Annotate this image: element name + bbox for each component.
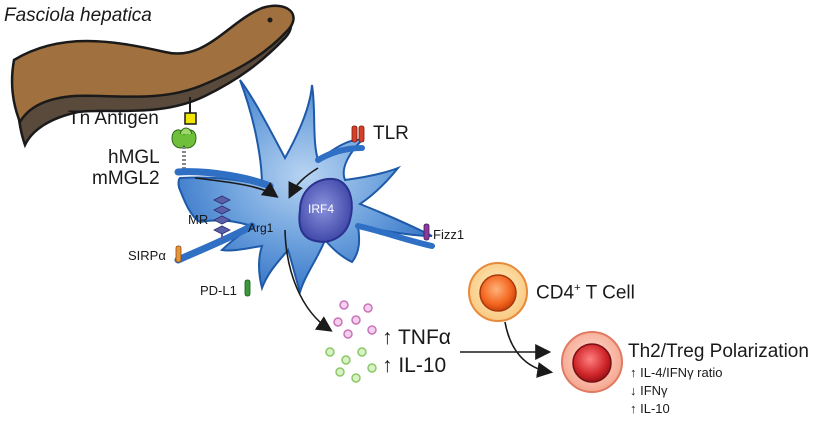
nucleus-irf4 bbox=[298, 177, 353, 243]
irf4-label: IRF4 bbox=[308, 202, 335, 216]
cd4-tcell-icon bbox=[468, 262, 528, 322]
tlr-receptor-icon bbox=[351, 125, 365, 143]
signal-arrow-mgl bbox=[194, 177, 279, 198]
tn-antigen-square bbox=[184, 112, 197, 125]
tnfa-dots bbox=[333, 300, 377, 339]
fizz1-receptor-icon bbox=[423, 223, 430, 241]
pdl1-receptor-icon bbox=[244, 279, 251, 297]
tcell-text: T Cell bbox=[580, 282, 635, 304]
mr-receptor-icon bbox=[213, 195, 231, 240]
pdl1-label: PD-L1 bbox=[200, 283, 237, 298]
dendritic-cell bbox=[174, 79, 435, 296]
fasciola-worm-illustration bbox=[10, 4, 295, 149]
secretion-arrow bbox=[284, 229, 333, 332]
outcome-item-2: ↓ IFNγ bbox=[630, 383, 668, 398]
signal-arrow-tlr bbox=[288, 167, 319, 199]
mmgl2-label: mMGL2 bbox=[92, 168, 160, 189]
il10-label: ↑ IL-10 bbox=[382, 354, 447, 377]
hmgl-label: hMGL bbox=[108, 147, 160, 168]
fizz1-label: Fizz1 bbox=[433, 227, 465, 242]
organism-name: Fasciola hepatica bbox=[4, 5, 152, 26]
mgl-receptor-icon bbox=[171, 127, 197, 170]
mr-label: MR bbox=[188, 212, 209, 227]
tn-antigen-label: Tn Antigen bbox=[68, 108, 159, 129]
cd4-superscript: + bbox=[574, 282, 581, 294]
sirpa-receptor-icon bbox=[175, 245, 182, 263]
sirpa-label: SIRPα bbox=[128, 248, 166, 263]
il10-dots bbox=[325, 347, 377, 383]
arg1-label: Arg1 bbox=[248, 221, 274, 235]
tnfa-label: ↑ TNFα bbox=[382, 326, 451, 349]
outcome-item-3: ↑ IL-10 bbox=[630, 401, 670, 416]
treg-cell-icon bbox=[561, 331, 623, 393]
tlr-label: TLR bbox=[373, 123, 409, 144]
tcell-to-treg-arrow bbox=[504, 321, 554, 378]
outcome-item-1: ↑ IL-4/IFNγ ratio bbox=[630, 365, 723, 380]
cd4-tcell-label: CD4+ T Cell bbox=[536, 282, 635, 304]
cd4-text: CD4 bbox=[536, 282, 575, 304]
outcome-title: Th2/Treg Polarization bbox=[628, 341, 809, 362]
